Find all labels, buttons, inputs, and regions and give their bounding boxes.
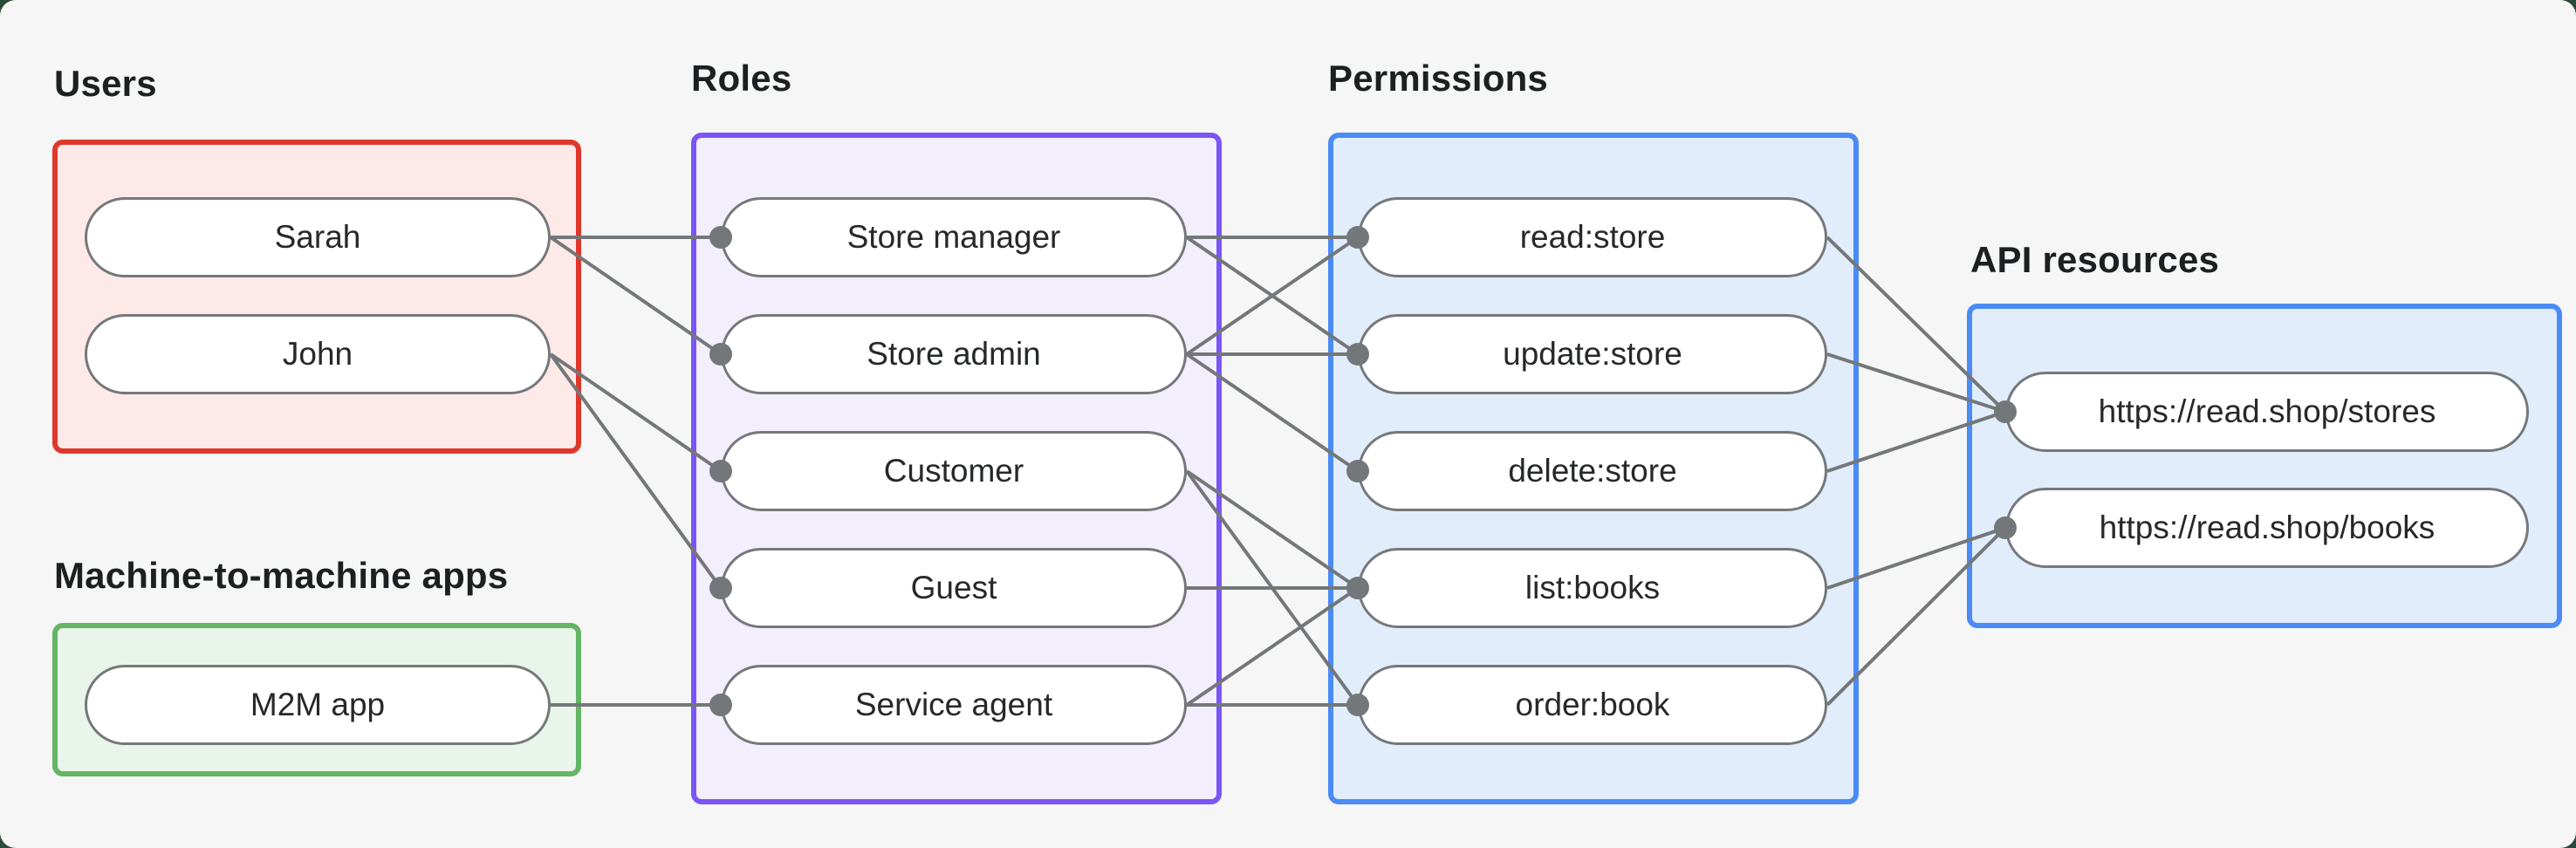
- node-m2m-app-label: M2M app: [250, 687, 386, 722]
- node-permission-list-books: list:books: [1358, 548, 1827, 628]
- node-role-guest: Guest: [721, 548, 1187, 628]
- node-role-guest-label: Guest: [910, 570, 997, 605]
- node-role-store-admin: Store admin: [721, 314, 1187, 394]
- node-role-store-manager: Store manager: [721, 197, 1187, 277]
- node-permission-read-store: read:store: [1358, 197, 1827, 277]
- roles-group-label: Roles: [691, 58, 792, 99]
- api-resources-group-box: [1967, 304, 2562, 628]
- node-role-store-admin-label: Store admin: [867, 336, 1041, 372]
- node-role-customer: Customer: [721, 431, 1187, 511]
- node-role-customer-label: Customer: [883, 453, 1024, 489]
- node-role-service-agent: Service agent: [721, 665, 1187, 745]
- node-api-resource-books: https://read.shop/books: [2005, 488, 2529, 568]
- node-permission-update-store-label: update:store: [1503, 336, 1682, 372]
- node-permission-delete-store: delete:store: [1358, 431, 1827, 511]
- permissions-group-label: Permissions: [1328, 58, 1548, 99]
- users-group-label: Users: [54, 63, 157, 104]
- node-api-resource-stores-label: https://read.shop/stores: [2098, 393, 2436, 429]
- node-permission-update-store: update:store: [1358, 314, 1827, 394]
- node-permission-order-book: order:book: [1358, 665, 1827, 745]
- node-user-sarah: Sarah: [85, 197, 551, 277]
- node-permission-delete-store-label: delete:store: [1508, 453, 1677, 489]
- node-user-sarah-label: Sarah: [274, 219, 361, 255]
- node-role-store-manager-label: Store manager: [846, 219, 1061, 255]
- node-role-service-agent-label: Service agent: [854, 687, 1053, 722]
- node-m2m-app: M2M app: [85, 665, 551, 745]
- node-user-john-label: John: [282, 336, 353, 372]
- machine-to-machine-group-label: Machine-to-machine apps: [54, 555, 509, 596]
- node-permission-order-book-label: order:book: [1515, 687, 1670, 722]
- node-api-resource-books-label: https://read.shop/books: [2099, 509, 2436, 545]
- node-user-john: John: [85, 314, 551, 394]
- api-resources-group-label: API resources: [1970, 239, 2220, 280]
- node-api-resource-stores: https://read.shop/stores: [2005, 372, 2529, 452]
- node-permission-list-books-label: list:books: [1524, 570, 1661, 605]
- users-group-box: [52, 140, 581, 454]
- node-permission-read-store-label: read:store: [1519, 219, 1666, 255]
